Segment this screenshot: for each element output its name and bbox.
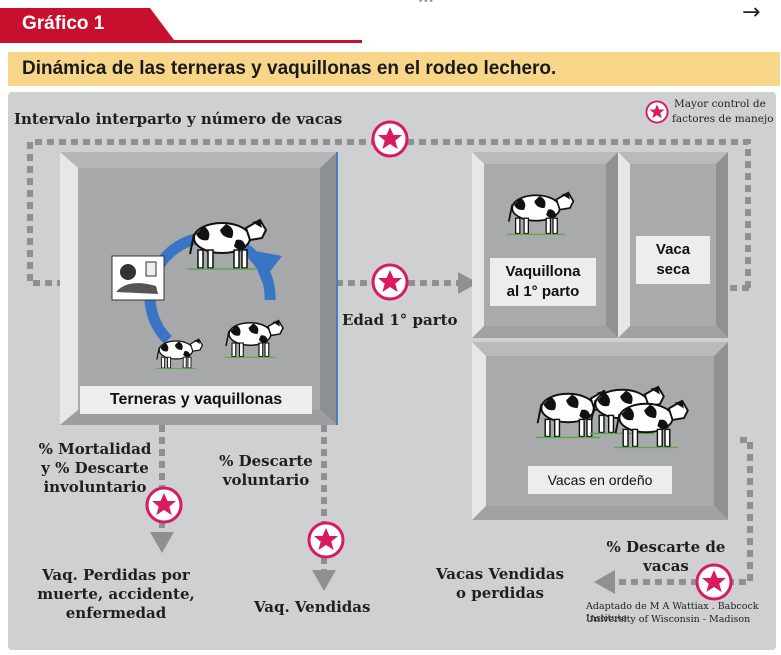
box-label-vacas-ordeno: Vacas en ordeño	[528, 466, 672, 494]
legend-text-2: factores de manejo	[672, 113, 774, 125]
credit-line-2: University of Wisconsin - Madison	[586, 614, 751, 625]
credit-line-1: Adaptado de M A Wattiax . Babcock Instit…	[586, 601, 759, 624]
cropped-text: ...	[418, 0, 434, 6]
figure-tag: Gráfico 1	[0, 8, 150, 40]
figure-tag-corner	[150, 8, 174, 40]
label-descarte-vacas: % Descarte de vacas	[606, 538, 726, 575]
label-vacas-vendidas: Vacas Vendidas o perdidas	[435, 565, 565, 602]
label-vaq-vendidas: Vaq. Vendidas	[254, 598, 371, 616]
label-mortalidad: % Mortalidad y % Descarte involuntario	[38, 440, 152, 496]
legend-text-1: Mayor control de	[674, 98, 766, 110]
right-arrow-icon: →	[742, 0, 761, 25]
title-bar	[8, 52, 780, 86]
label-interval: Intervalo interparto y número de vacas	[14, 110, 347, 129]
label-edad-parto: Edad 1° parto	[342, 311, 458, 329]
box-label-vaquillona: Vaquillona al 1° parto	[490, 258, 596, 306]
label-vaq-perdidas: Vaq. Perdidas por muerte, accidente, enf…	[37, 566, 195, 622]
box-label-terneras: Terneras y vaquillonas	[80, 386, 312, 414]
box-label-vaca-seca: Vaca seca	[636, 236, 710, 284]
label-descarte-voluntario: % Descarte voluntario	[219, 452, 313, 489]
header-rule	[0, 40, 362, 43]
figure-title: Dinámica de las terneras y vaquillonas e…	[22, 58, 557, 79]
